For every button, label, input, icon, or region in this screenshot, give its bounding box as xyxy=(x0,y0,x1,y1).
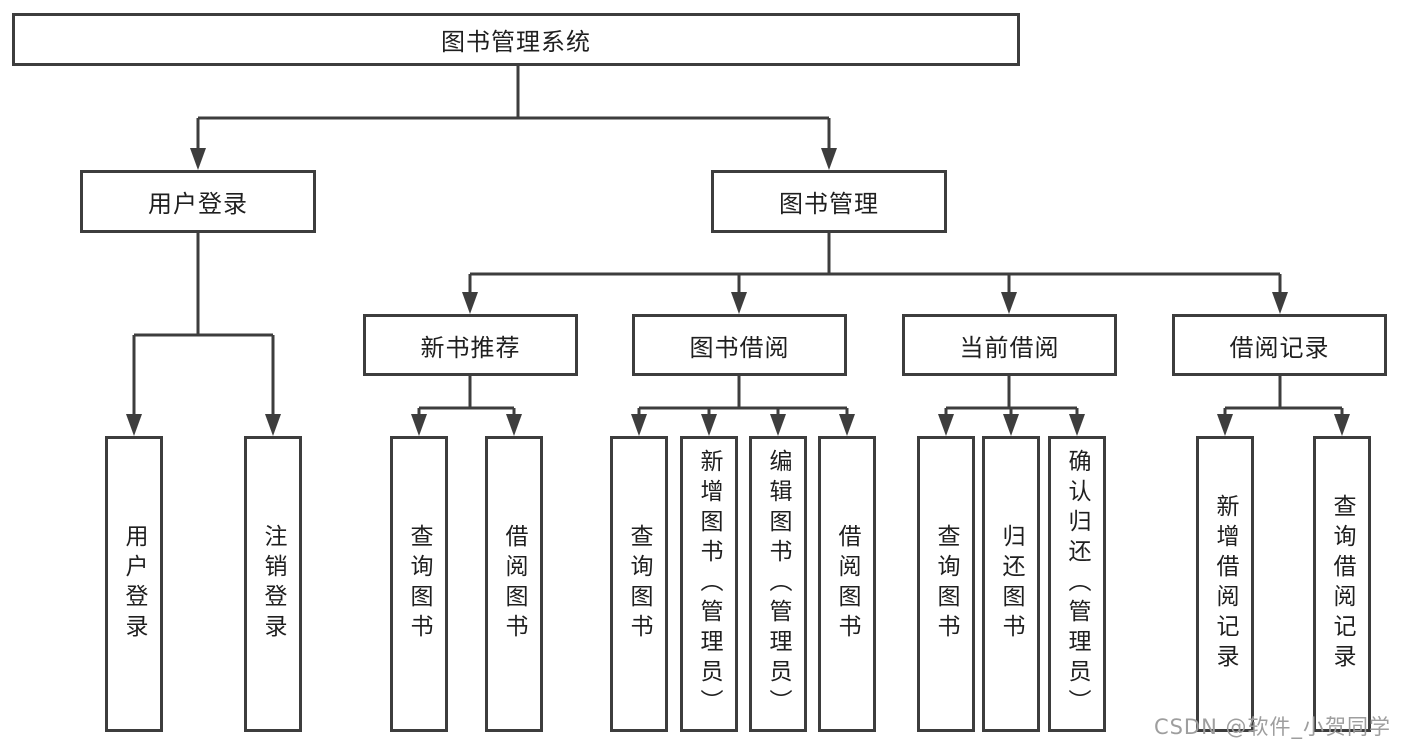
leaf-nb-query-books-label: 查询图书 xyxy=(406,524,432,644)
leaf-bw-query-books: 查询图书 xyxy=(610,436,668,732)
leaf-bw-borrow-books: 借阅图书 xyxy=(818,436,876,732)
leaf-cu-return-books-label: 归还图书 xyxy=(998,524,1024,644)
leaf-bw-edit-books-admin-label: 编辑图书（管理员） xyxy=(765,449,791,719)
leaf-rc-query-record: 查询借阅记录 xyxy=(1313,436,1371,732)
leaf-bw-query-books-label: 查询图书 xyxy=(626,524,652,644)
leaf-rc-query-record-label: 查询借阅记录 xyxy=(1329,494,1355,674)
node-borrow-records: 借阅记录 xyxy=(1172,314,1387,376)
node-book-mgmt-branch-label: 图书管理 xyxy=(779,190,879,218)
arrow-login xyxy=(126,414,142,436)
arrow-cu1 xyxy=(938,414,954,436)
leaf-cu-return-books: 归还图书 xyxy=(982,436,1040,732)
arrow-book-mgmt xyxy=(821,148,837,170)
arrow-newbooks xyxy=(462,292,478,314)
node-root: 图书管理系统 xyxy=(12,13,1020,66)
leaf-rc-add-record-label: 新增借阅记录 xyxy=(1212,494,1238,674)
leaf-cu-query-books: 查询图书 xyxy=(917,436,975,732)
node-current-borrow: 当前借阅 xyxy=(902,314,1117,376)
leaf-cu-confirm-return-admin: 确认归还（管理员） xyxy=(1048,436,1106,732)
node-user-login-branch: 用户登录 xyxy=(80,170,316,233)
leaf-logout: 注销登录 xyxy=(244,436,302,732)
arrow-bw1 xyxy=(631,414,647,436)
node-book-borrow: 图书借阅 xyxy=(632,314,847,376)
arrow-bw4 xyxy=(839,414,855,436)
leaf-user-login: 用户登录 xyxy=(105,436,163,732)
leaf-cu-query-books-label: 查询图书 xyxy=(933,524,959,644)
leaf-bw-add-books-admin: 新增图书（管理员） xyxy=(680,436,738,732)
arrow-rc2 xyxy=(1334,414,1350,436)
leaf-rc-add-record: 新增借阅记录 xyxy=(1196,436,1254,732)
leaf-bw-borrow-books-label: 借阅图书 xyxy=(834,524,860,644)
node-book-borrow-label: 图书借阅 xyxy=(689,333,790,362)
node-current-borrow-label: 当前借阅 xyxy=(959,333,1060,362)
arrow-cu3 xyxy=(1069,414,1085,436)
arrow-user-login xyxy=(190,148,206,170)
leaf-nb-query-books: 查询图书 xyxy=(390,436,448,732)
arrow-logout xyxy=(265,414,281,436)
arrow-bw3 xyxy=(770,414,786,436)
arrow-rc1 xyxy=(1217,414,1233,436)
leaf-cu-confirm-return-admin-label: 确认归还（管理员） xyxy=(1064,449,1090,719)
leaf-logout-label: 注销登录 xyxy=(260,524,286,644)
arrow-nb1 xyxy=(411,414,427,436)
arrow-nb2 xyxy=(506,414,522,436)
node-new-books: 新书推荐 xyxy=(363,314,578,376)
node-book-mgmt-branch: 图书管理 xyxy=(711,170,947,233)
node-borrow-records-label: 借阅记录 xyxy=(1229,333,1330,362)
leaf-bw-edit-books-admin: 编辑图书（管理员） xyxy=(749,436,807,732)
leaf-bw-add-books-admin-label: 新增图书（管理员） xyxy=(696,449,722,719)
leaf-nb-borrow-books: 借阅图书 xyxy=(485,436,543,732)
leaf-user-login-label: 用户登录 xyxy=(121,524,147,644)
watermark: CSDN @软件_小贺同学 xyxy=(1153,715,1391,739)
node-user-login-branch-label: 用户登录 xyxy=(148,190,248,218)
arrow-bw2 xyxy=(701,414,717,436)
arrow-cu2 xyxy=(1003,414,1019,436)
arrow-records xyxy=(1272,292,1288,314)
node-root-label: 图书管理系统 xyxy=(441,28,591,56)
node-new-books-label: 新书推荐 xyxy=(420,333,521,362)
arrow-borrow xyxy=(731,292,747,314)
leaf-nb-borrow-books-label: 借阅图书 xyxy=(501,524,527,644)
arrow-current xyxy=(1001,292,1017,314)
